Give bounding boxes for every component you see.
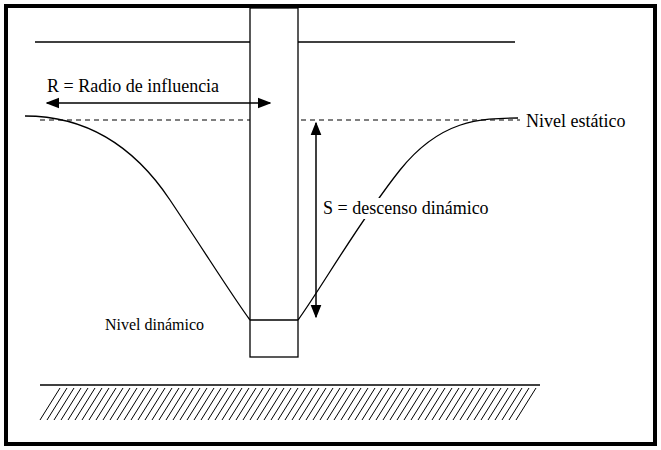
depression-cone — [298, 118, 518, 320]
hatch-line — [516, 388, 536, 420]
base-hatching — [40, 388, 536, 420]
ground-surface — [35, 41, 250, 42]
impermeable-base — [40, 384, 540, 385]
drawdown-arrow — [315, 123, 317, 317]
radius-arrow — [47, 102, 270, 104]
dynamic-level-line — [250, 319, 298, 320]
well-casing — [250, 8, 298, 357]
dynamic-level-label: Nivel dinámico — [104, 316, 205, 334]
frame — [6, 6, 655, 444]
static-level-label: Nivel estático — [525, 111, 626, 132]
radius-label: R = Radio de influencia — [46, 76, 220, 97]
depression-cone — [25, 116, 250, 320]
ground-surface — [298, 41, 515, 42]
drawdown-label: S = descenso dinámico — [322, 198, 490, 219]
